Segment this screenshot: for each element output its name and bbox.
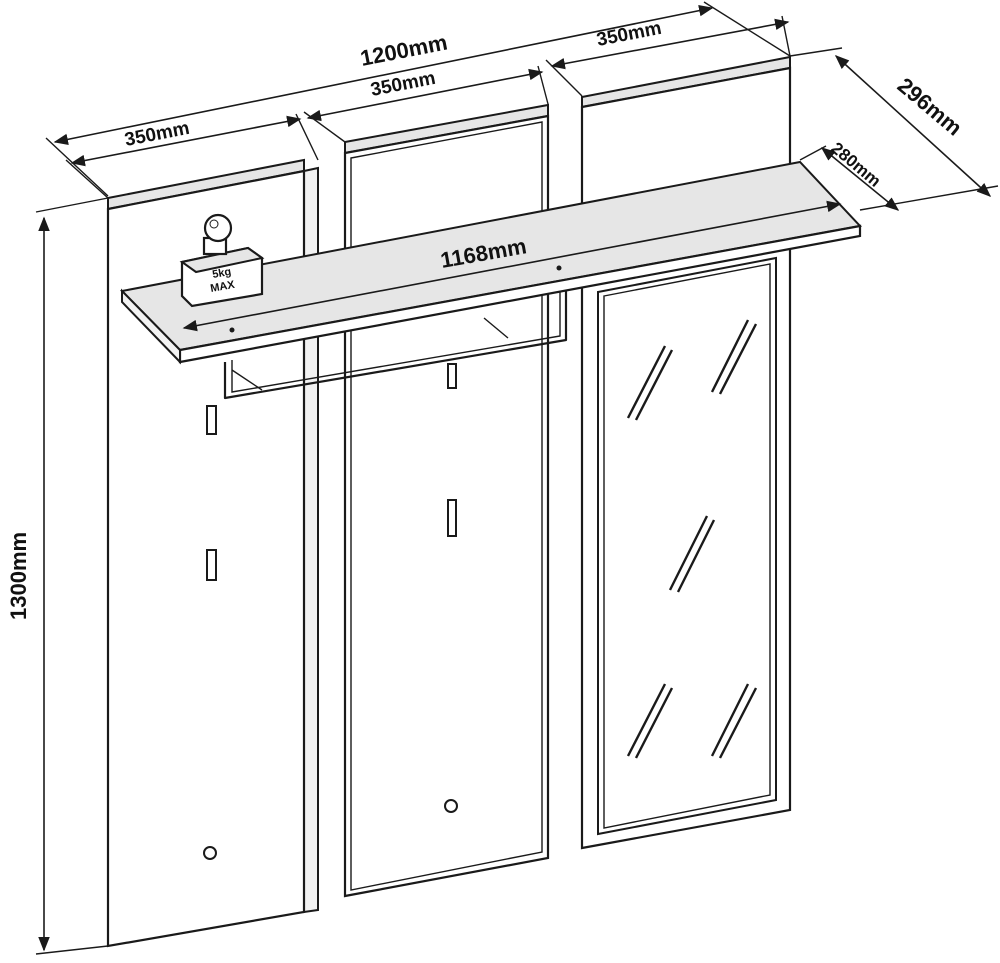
dimension-height: 1300mm: [6, 197, 109, 955]
middle-knob: [444, 799, 458, 813]
middle-hook-lower: [447, 499, 457, 537]
label-right-panel-width: 350mm: [595, 18, 663, 51]
mirror-reflection-marks: [626, 319, 758, 759]
label-shelf-depth: 280mm: [827, 139, 884, 191]
mirror-glass: [597, 256, 777, 836]
label-height: 1300mm: [6, 532, 31, 620]
left-knob: [203, 846, 217, 860]
label-total-depth: 296mm: [893, 73, 967, 141]
label-middle-panel-width: 350mm: [369, 68, 437, 101]
left-panel: [106, 158, 319, 948]
left-hook-lower: [206, 549, 217, 581]
middle-hook-upper: [447, 363, 457, 389]
left-hook-upper: [206, 405, 217, 435]
